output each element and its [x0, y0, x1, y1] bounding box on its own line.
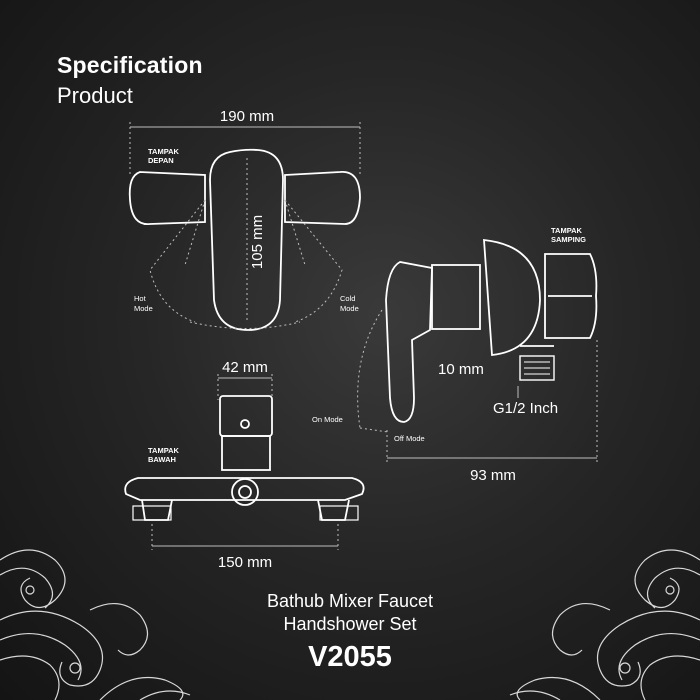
spout-label: 42 mm: [222, 359, 268, 376]
off-mode-label: Off Mode: [394, 434, 425, 443]
side-tag-line2: SAMPING: [551, 235, 586, 244]
lever-front: [209, 148, 284, 331]
mixer-body-front: [128, 171, 206, 225]
cold-label-line2: Mode: [340, 304, 359, 313]
hex-nut: [544, 253, 598, 339]
wave-ornament-right: [509, 549, 700, 700]
thread-length-label: 10 mm: [438, 361, 484, 378]
page-subtitle: Product: [57, 83, 133, 108]
front-tag-line1: TAMPAK: [148, 147, 180, 156]
bottom-tag-line1: TAMPAK: [148, 446, 180, 455]
wave-ornament-left: [0, 549, 191, 700]
product-code: V2055: [308, 641, 392, 673]
title-block: Specification Product: [57, 52, 203, 109]
side-view: [357, 238, 598, 462]
front-view: [128, 122, 361, 331]
mixer-body-bottom: [124, 477, 365, 501]
hot-label-line2: Mode: [134, 304, 153, 313]
product-name-line2: Handshower Set: [283, 614, 417, 634]
page-title: Specification: [57, 52, 203, 78]
bottom-tag-line2: BAWAH: [148, 455, 176, 464]
product-name-line1: Bathub Mixer Faucet: [266, 591, 434, 611]
width-label: 190 mm: [220, 108, 274, 125]
bottom-view: [124, 374, 365, 550]
width-dimension: [129, 122, 361, 175]
hot-label-line1: Hot: [134, 294, 147, 303]
span-label: 150 mm: [218, 554, 272, 571]
front-tag-line2: DEPAN: [148, 156, 174, 165]
height-label: 105 mm: [249, 215, 266, 269]
cold-label-line1: Cold: [340, 294, 355, 303]
lever-side: [385, 261, 433, 423]
thread-size-label: G1/2 Inch: [493, 400, 558, 417]
depth-label: 93 mm: [470, 467, 516, 484]
side-tag-line1: TAMPAK: [551, 226, 583, 235]
on-mode-label: On Mode: [312, 415, 343, 424]
